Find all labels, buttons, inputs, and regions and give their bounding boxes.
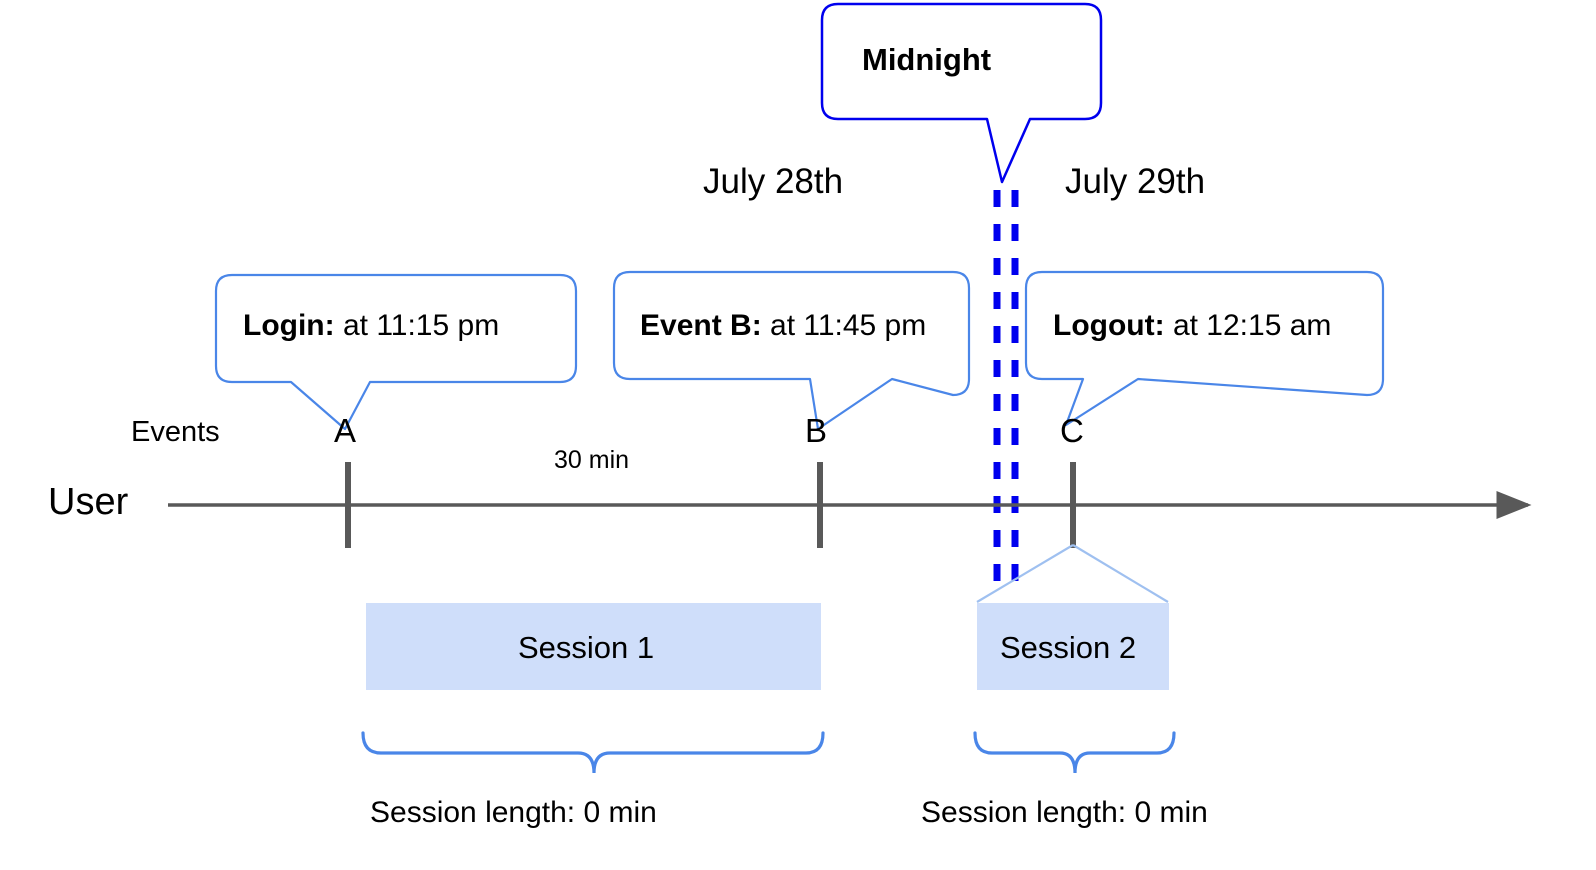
event-callout-shape-c (1024, 270, 1385, 427)
session-brace-1 (361, 731, 825, 774)
event-point-label-c: C (1060, 412, 1084, 449)
session-bar-1 (366, 603, 821, 690)
event-callout-label-a: Login: at 11:15 pm (243, 311, 499, 341)
midnight-callout-shape (820, 2, 1103, 184)
event-callout-c-bold: Logout: (1053, 309, 1165, 342)
event-callout-shape-b (612, 270, 971, 431)
event-callout-shape-a (214, 273, 578, 431)
event-callout-b-rest: at 11:45 pm (761, 309, 927, 342)
event-point-label-b: B (805, 412, 828, 449)
event-callout-a-bold: Login: (243, 309, 335, 342)
session-length-label-2: Session length: 0 min (921, 796, 1208, 829)
axis-row-title-user: User (48, 481, 129, 523)
event-callout-c-rest: at 12:15 am (1164, 309, 1332, 342)
session-bar-label-2: Session 2 (1000, 630, 1137, 665)
gap-duration-label: 30 min (554, 446, 630, 474)
event-point-label-a: A (334, 412, 357, 449)
session-2-connector (976, 544, 1169, 603)
date-label-right: July 29th (1065, 162, 1206, 201)
date-label-left: July 28th (703, 162, 844, 201)
event-callout-label-b: Event B: at 11:45 pm (640, 311, 926, 341)
session-bar-label-1: Session 1 (518, 630, 655, 665)
midnight-callout-label: Midnight (862, 42, 992, 77)
event-callout-b-bold: Event B: (640, 309, 762, 342)
session-bar-2 (977, 603, 1169, 690)
timeline-axis (168, 462, 1532, 548)
events-row-label: Events (131, 416, 220, 448)
midnight-divider-lines (993, 190, 1019, 585)
event-callout-label-c: Logout: at 12:15 am (1053, 311, 1331, 341)
session-length-label-1: Session length: 0 min (370, 796, 657, 829)
event-callout-a-rest: at 11:15 pm (334, 309, 500, 342)
session-brace-2 (973, 731, 1176, 774)
